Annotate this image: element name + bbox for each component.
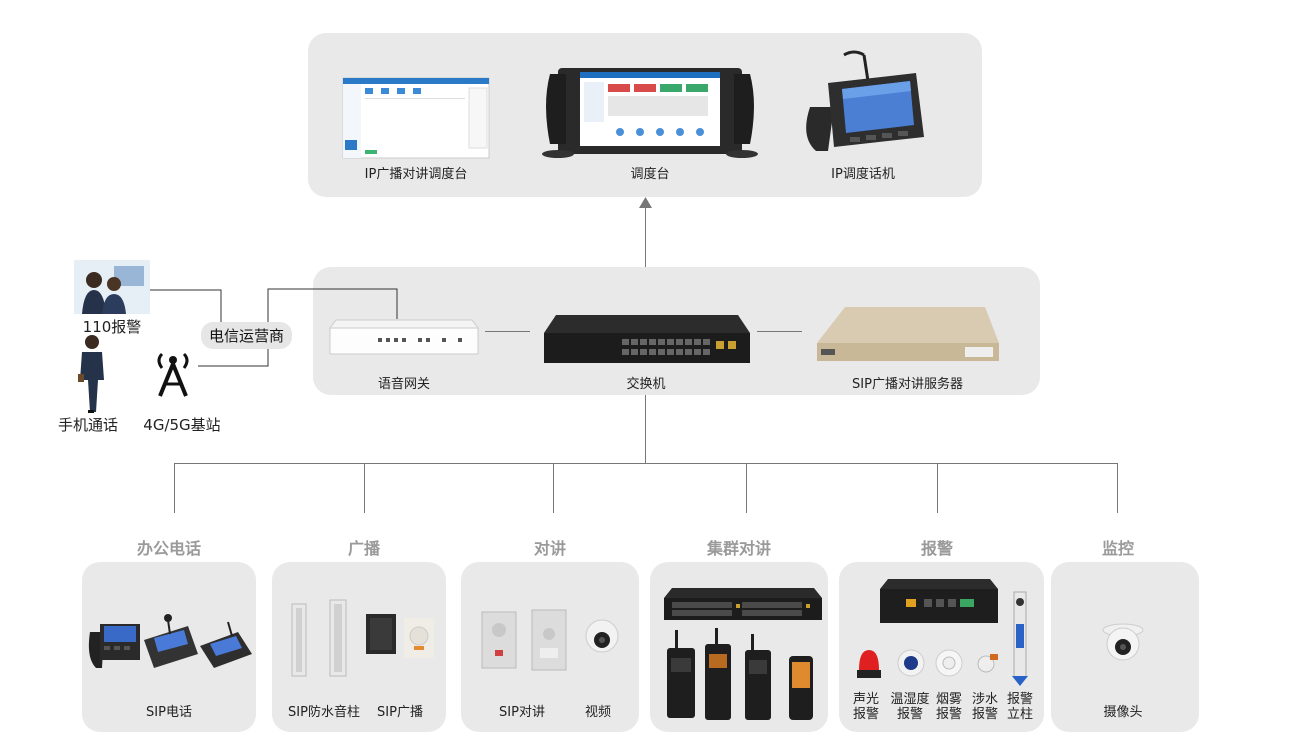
ip-dispatch-phone-label: IP调度话机	[831, 167, 895, 182]
dispatch-software-label: IP广播对讲调度台	[364, 167, 468, 182]
dispatch-console-icon	[542, 68, 758, 158]
sip-intercom-label: SIP对讲	[499, 705, 545, 720]
walkie-talkie-icons	[667, 628, 813, 720]
alarm-host-icon	[880, 579, 998, 623]
temp-humidity-sensor-icon	[897, 649, 925, 677]
cell-tower-icon	[157, 352, 189, 397]
base-station-label: 4G/5G基站	[143, 416, 221, 434]
camera-label: 摄像头	[1103, 705, 1143, 720]
network-switch-label: 交换机	[626, 377, 666, 392]
ip-dispatch-phone-icon	[806, 50, 924, 151]
switch-to-dispatch-line	[645, 205, 646, 267]
water-leak-sensor-icon	[977, 654, 998, 673]
network-switch-icon	[544, 315, 750, 363]
video-label: 视频	[584, 705, 611, 720]
sip-broadcast-speaker-icon	[366, 614, 434, 658]
sip-broadcast-label: SIP广播	[377, 705, 423, 720]
sip-phone-label: SIP电话	[146, 705, 192, 720]
smoke-detector-icon	[935, 649, 963, 677]
category-title-office-phone: 办公电话	[136, 539, 201, 558]
drop-line-6	[1117, 463, 1118, 513]
sound-light-alarm-icon	[857, 650, 881, 678]
category-title-monitor: 监控	[1101, 539, 1134, 558]
drop-line-5	[937, 463, 938, 513]
alarm-pole-icon	[1012, 591, 1028, 686]
drop-line-4	[746, 463, 747, 513]
trunking-base-station-icon	[664, 588, 822, 620]
sip-intercom-panel-icon	[481, 609, 567, 671]
sip-phone-icon	[88, 614, 252, 668]
category-title-intercom: 对讲	[533, 539, 566, 558]
drop-line-2	[364, 463, 365, 513]
gateway-switch-line	[485, 331, 530, 332]
smoke-alarm-label: 烟雾 报警	[935, 692, 962, 722]
video-camera-icon	[585, 619, 619, 653]
water-leak-alarm-label: 涉水 报警	[971, 692, 998, 722]
carrier-badge: 电信运营商	[201, 322, 293, 349]
category-title-trunking: 集群对讲	[706, 539, 771, 558]
drop-line-3	[553, 463, 554, 513]
sip-server-label: SIP广播对讲服务器	[852, 377, 963, 392]
voice-gateway-icon	[329, 319, 479, 355]
call-center-agents-icon	[74, 260, 150, 314]
dispatch-software-screen-icon	[342, 77, 490, 159]
waterproof-speaker-column-icon	[291, 599, 347, 677]
drop-line-1	[174, 463, 175, 513]
mobile-call-label: 手机通话	[57, 416, 118, 434]
arrow-up-icon	[639, 197, 652, 208]
dispatch-console-label: 调度台	[630, 167, 670, 182]
switch-down-line	[645, 395, 646, 463]
alarm-110-label: 110报警	[82, 318, 142, 336]
category-title-alarm: 报警	[920, 539, 953, 558]
bus-line	[174, 463, 1118, 464]
surveillance-camera-icon	[1102, 623, 1144, 661]
waterproof-speaker-label: SIP防水音柱	[288, 705, 360, 720]
alarm-pole-label: 报警 立柱	[1006, 692, 1033, 722]
temp-humidity-alarm-label: 温湿度 报警	[890, 692, 930, 722]
sound-light-alarm-label: 声光 报警	[852, 692, 879, 722]
businessman-phone-icon	[78, 335, 104, 413]
category-title-broadcast: 广播	[347, 539, 380, 558]
voice-gateway-label: 语音网关	[377, 377, 430, 392]
switch-server-line	[757, 331, 802, 332]
sip-server-icon	[817, 307, 999, 361]
